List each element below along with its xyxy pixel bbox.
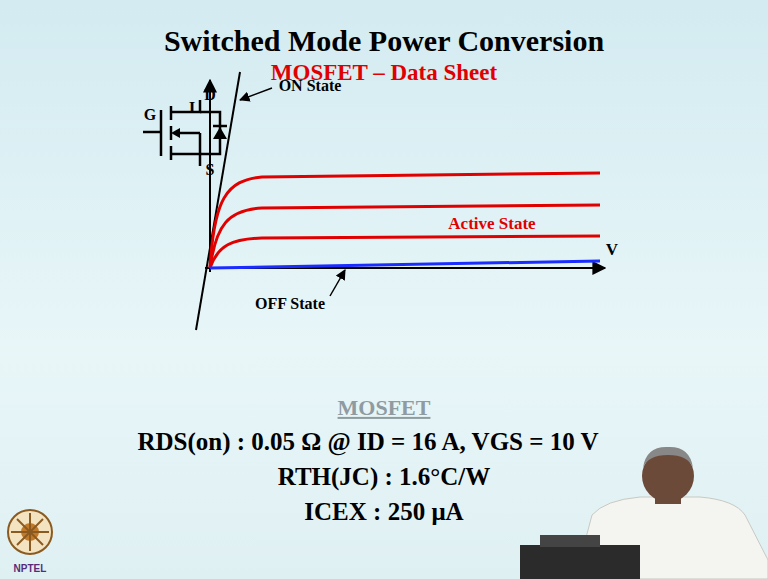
- leader-line: [330, 270, 345, 296]
- diode-triangle: [213, 127, 227, 139]
- active-curves: [210, 173, 600, 268]
- pin-name: S: [206, 161, 215, 179]
- leader-line: [240, 88, 272, 100]
- slide-title: Switched Mode Power Conversion: [164, 24, 604, 57]
- region-label: OFF State: [255, 295, 325, 313]
- spec-line: ICEX : 250 μA: [304, 498, 463, 526]
- nptel-logo: [8, 510, 52, 554]
- spec-line: RTH(JC) : 1.6°C/W: [278, 463, 491, 491]
- on-state-line: [196, 72, 240, 330]
- presenter: [520, 447, 768, 579]
- body-arrow: [171, 128, 180, 138]
- mosfet-symbol: [143, 100, 227, 166]
- spec-line: RDS(on) : 0.05 Ω @ ID = 16 A, VGS = 10 V: [137, 428, 598, 456]
- axis-label: I: [189, 99, 196, 118]
- section-heading: MOSFET: [338, 396, 431, 420]
- logo-text: NPTEL: [14, 563, 47, 574]
- pin-name: D: [204, 86, 216, 104]
- pin-name: G: [144, 106, 156, 124]
- region-label: Active State: [448, 215, 535, 234]
- axis-label: V: [606, 241, 618, 260]
- off-state-line: [210, 261, 600, 268]
- region-label: ON State: [279, 77, 342, 95]
